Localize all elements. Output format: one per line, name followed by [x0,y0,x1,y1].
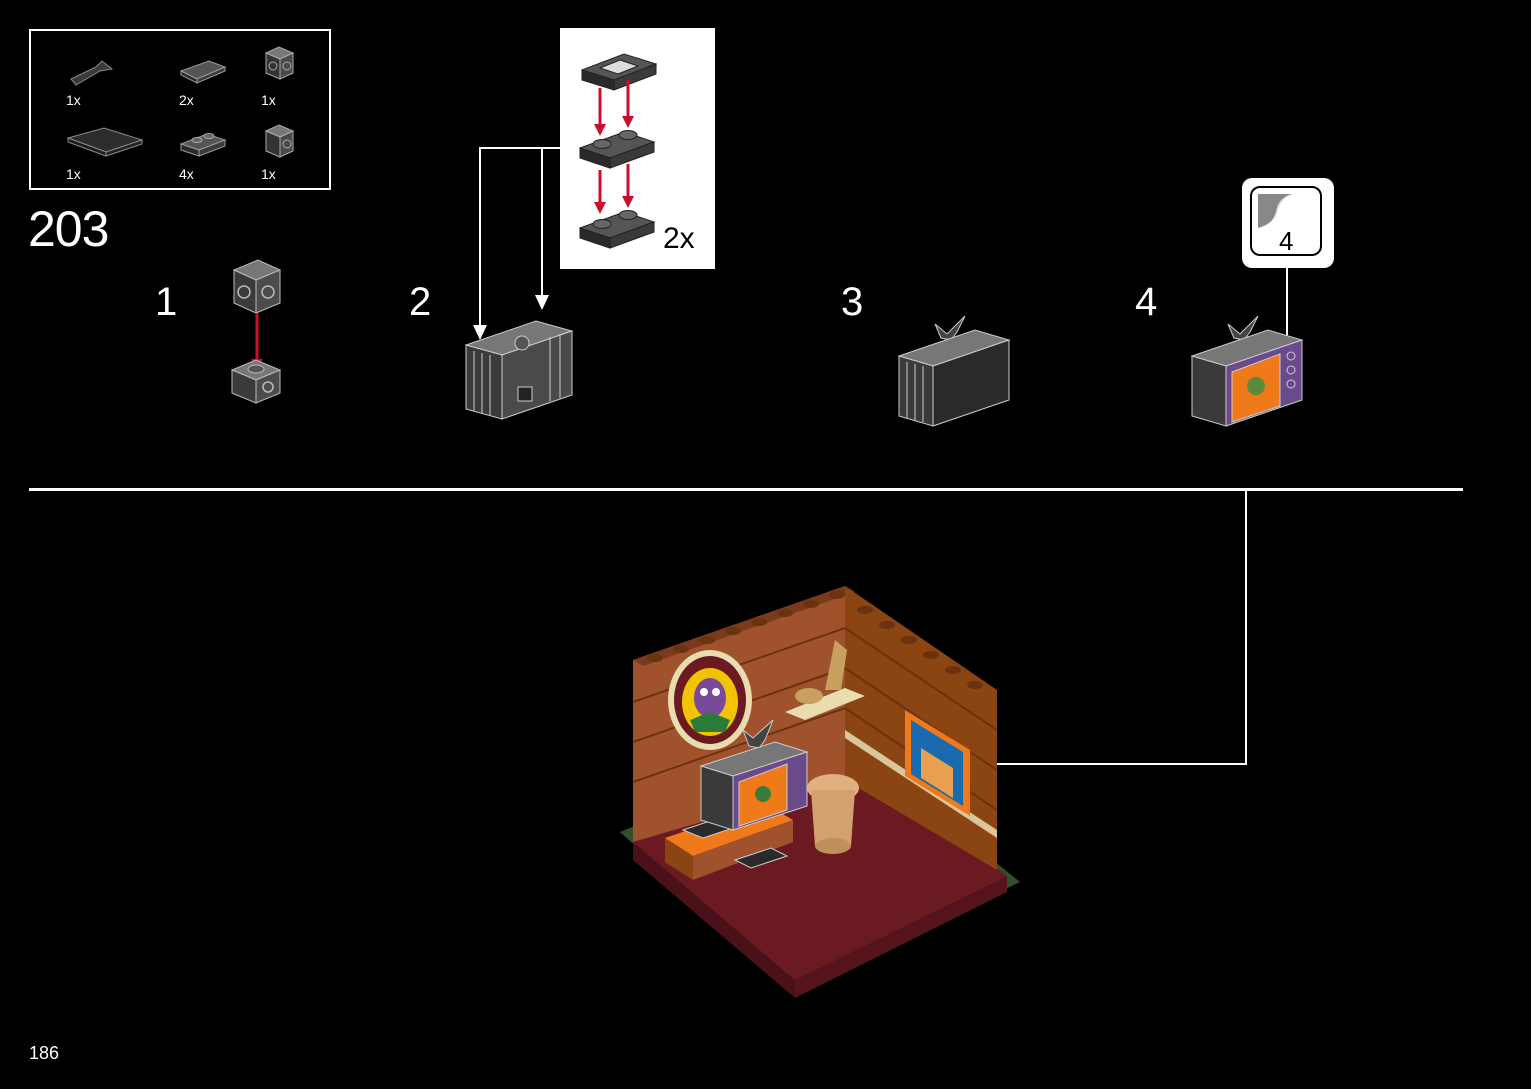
substep-4-number: 4 [1135,280,1158,324]
plate-model-1 [578,130,656,169]
part-tile-printed: 2x [179,49,249,119]
tv-model [699,719,809,831]
substep-1-illustration [230,259,282,404]
tv-front-model [1190,329,1304,427]
sticker-frame [1250,186,1322,256]
substep-2-number: 2 [409,280,432,324]
count-portrait-sign [668,650,752,750]
callout-multiplier: 2x [663,222,695,255]
printed-tile-model [580,53,658,91]
page-number: 186 [29,1043,60,1063]
substep-2-illustration [464,320,574,420]
brick-studs-sides-icon [264,46,295,80]
sticker-pointer-line [1286,268,1288,350]
part-brick-stud-side: 1x [261,121,331,191]
part-antenna: 1x [66,49,136,119]
substep-4-illustration [1190,315,1304,427]
step-number: 203 [28,201,109,257]
tv-antenna-model [1227,315,1259,341]
antenna-part-icon [70,60,114,86]
callout-connector [473,147,560,340]
section-divider [29,488,1463,491]
tv-antenna-model [934,315,966,341]
plate-icon [179,133,227,157]
wall-picture-frame [905,710,970,816]
brick-stud-side-icon [264,124,295,158]
sticker-number: 4 [1279,226,1294,256]
part-tile-large: 1x [66,126,144,196]
substep-3-illustration [897,315,1011,427]
brick-studs-sides-model [232,259,282,314]
large-tile-icon [66,127,144,157]
plate-model-2 [578,210,656,249]
sticker-badge: 4 [1242,178,1334,268]
brick-stud-side-model [230,359,282,404]
part-brick-studs-sides: 1x [261,43,331,113]
callout-illustration [578,53,658,249]
part-plate-dark: 4x [179,126,249,196]
assembled-room-model [620,586,1020,998]
tv-body-back-model [897,329,1011,427]
parts-list-box: 1x 2x 1x 1x [29,29,331,190]
substep-3-number: 3 [841,280,864,324]
callout-box: 2x [560,28,715,269]
sticker-curl-icon [1258,194,1292,228]
toilet-model [807,774,859,854]
substep-1-number: 1 [155,280,178,324]
wall-studs [647,591,983,689]
printed-tile-icon [179,60,227,84]
shelf-with-statue [785,640,865,720]
tv-body-model [464,320,574,420]
